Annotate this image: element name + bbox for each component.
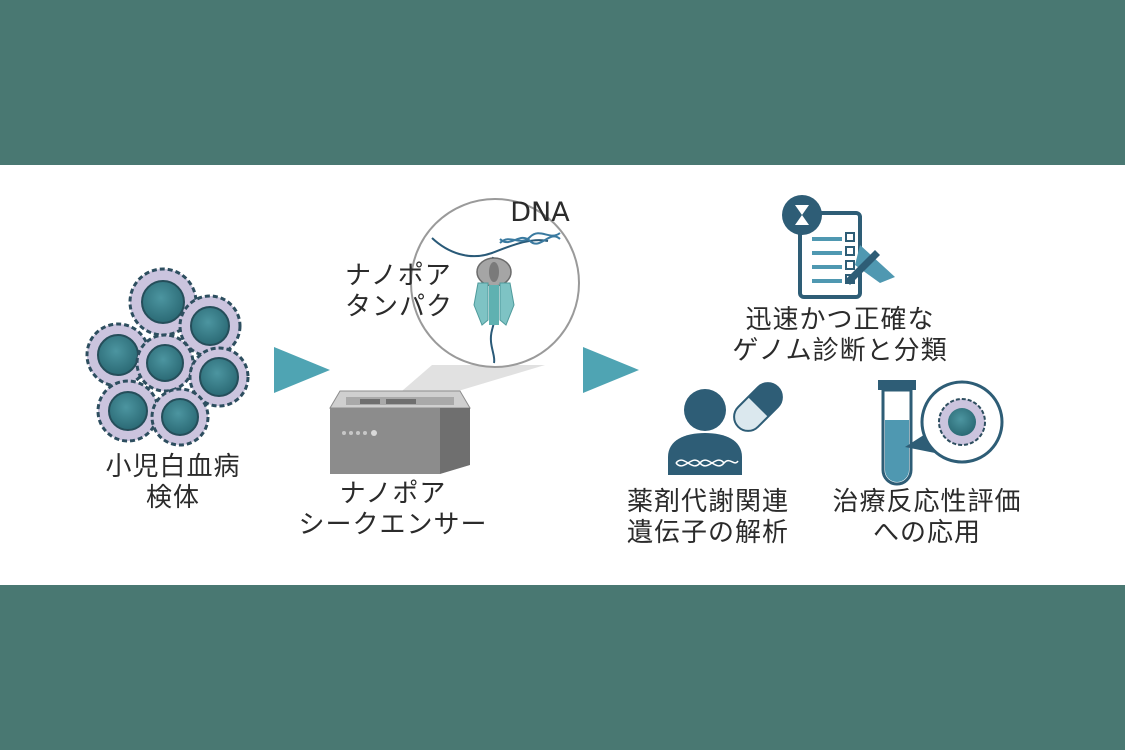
stage5-label: 治療反応性評価 への応用 bbox=[812, 487, 1042, 549]
stage5-label-line2: への応用 bbox=[872, 518, 981, 548]
stage3-label-line2: ゲノム診断と分類 bbox=[732, 336, 948, 366]
zoom-circle bbox=[410, 198, 580, 368]
diagram-panel: 小児白血病 検体 ナノポア シークエンサー DNA ナノポア タンパク 迅速かつ… bbox=[0, 165, 1125, 585]
nanopore-sequencer-icon bbox=[329, 390, 471, 474]
stage4-label-line2: 遺伝子の解析 bbox=[626, 518, 789, 548]
stage4-label-line1: 薬剤代謝関連 bbox=[626, 487, 789, 517]
arrow-1-icon bbox=[274, 347, 330, 393]
arrow-2-icon bbox=[583, 347, 639, 393]
stage3-label: 迅速かつ正確な ゲノム診断と分類 bbox=[710, 305, 970, 367]
leukemia-cells-icon bbox=[85, 267, 250, 447]
bottom-band bbox=[0, 585, 1125, 750]
diagram-artwork bbox=[85, 195, 1004, 486]
stage3-label-line1: 迅速かつ正確な bbox=[745, 305, 935, 335]
stage4-label: 薬剤代謝関連 遺伝子の解析 bbox=[608, 487, 808, 549]
clipboard-diagnosis-icon bbox=[782, 195, 895, 299]
nanopore-protein-icon bbox=[473, 257, 515, 326]
dna-label: DNA bbox=[510, 197, 570, 228]
stage2-label-line1: ナノポア bbox=[339, 479, 447, 509]
stage2-label-line2: シークエンサー bbox=[298, 510, 488, 540]
test-tube-cell-icon bbox=[878, 380, 1004, 486]
nanopore-protein-label: ナノポア タンパク bbox=[345, 261, 470, 323]
pharmacogenomics-icon bbox=[668, 382, 783, 475]
stage2-label: ナノポア シークエンサー bbox=[283, 479, 503, 541]
top-band bbox=[0, 0, 1125, 165]
stage1-label-line2: 検体 bbox=[145, 483, 200, 513]
nanopore-protein-label-line2: タンパク bbox=[345, 292, 454, 322]
nanopore-protein-label-line1: ナノポア bbox=[345, 261, 452, 291]
stage1-label-line1: 小児白血病 bbox=[105, 452, 241, 482]
stage5-label-line1: 治療反応性評価 bbox=[832, 487, 1022, 517]
stage1-label: 小児白血病 検体 bbox=[85, 452, 261, 514]
